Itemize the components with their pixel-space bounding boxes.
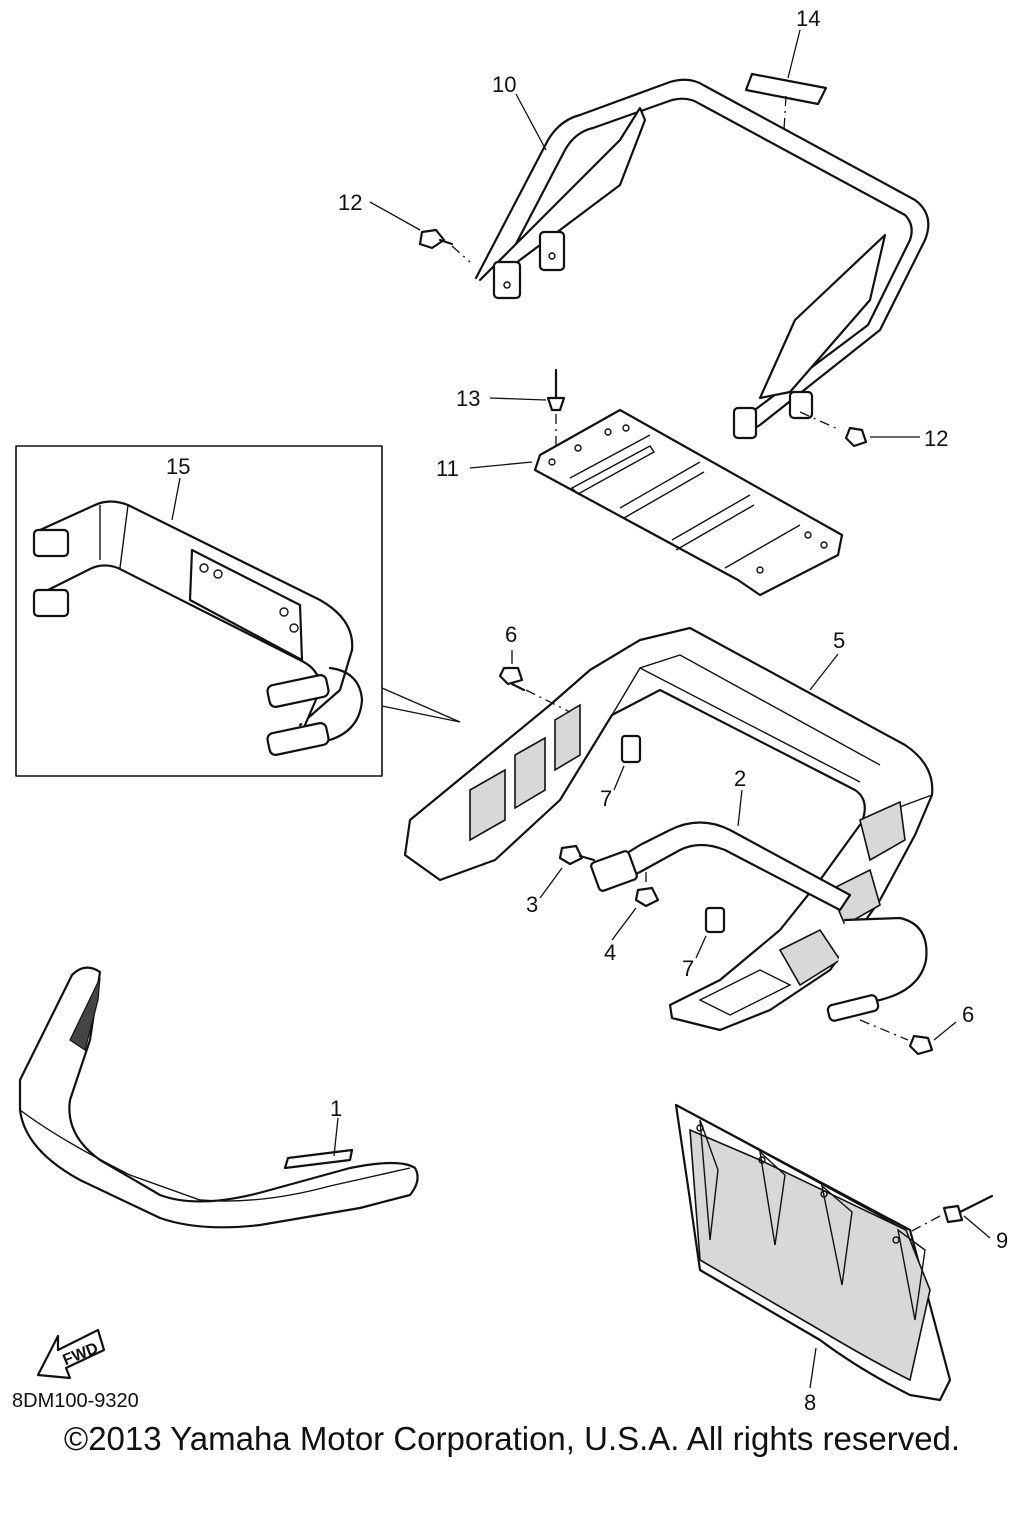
callout-14: 14 (796, 6, 820, 31)
part-1-bumper (18, 966, 419, 1229)
callout-15: 15 (166, 454, 190, 479)
part-5-frame (403, 626, 934, 1032)
callout-12-right: 12 (924, 426, 948, 451)
callout-6-top: 6 (505, 622, 517, 647)
part-12-bolts (369, 201, 920, 448)
callout-5: 5 (833, 628, 845, 653)
part-14-label (744, 29, 828, 165)
part-3-bolt (539, 844, 596, 899)
callout-11: 11 (436, 456, 459, 481)
callout-8: 8 (804, 1390, 816, 1415)
copyright-notice: ©2013 Yamaha Motor Corporation, U.S.A. A… (63, 1420, 961, 1457)
detail-box (15, 445, 461, 777)
callout-labels: 14 10 12 13 12 11 15 6 5 7 2 3 4 7 6 1 9… (166, 6, 1008, 1415)
part-9-rivet (909, 1194, 994, 1239)
callout-1: 1 (330, 1096, 342, 1121)
callout-6-bottom: 6 (962, 1002, 974, 1027)
callout-12-top: 12 (338, 190, 362, 215)
diagram-code: 8DM100-9320 (12, 1390, 139, 1412)
part-8-flap (674, 1103, 952, 1402)
callout-9: 9 (996, 1228, 1008, 1253)
part-13-rivet (489, 368, 566, 456)
part-11-plate (469, 408, 844, 597)
callout-10: 10 (492, 72, 516, 97)
callout-2: 2 (734, 766, 746, 791)
callout-7-left: 7 (600, 786, 612, 811)
part-10-rack (474, 78, 930, 440)
callout-4: 4 (604, 940, 616, 965)
part-4-nut (611, 868, 660, 941)
part-7-clips (613, 734, 726, 959)
callout-7-right: 7 (682, 956, 694, 981)
fwd-arrow-icon: FWD (36, 1328, 106, 1380)
callout-13: 13 (456, 386, 480, 411)
callout-3: 3 (526, 892, 538, 917)
part-2-stay (590, 789, 852, 912)
part-6-bolts (498, 650, 957, 1056)
